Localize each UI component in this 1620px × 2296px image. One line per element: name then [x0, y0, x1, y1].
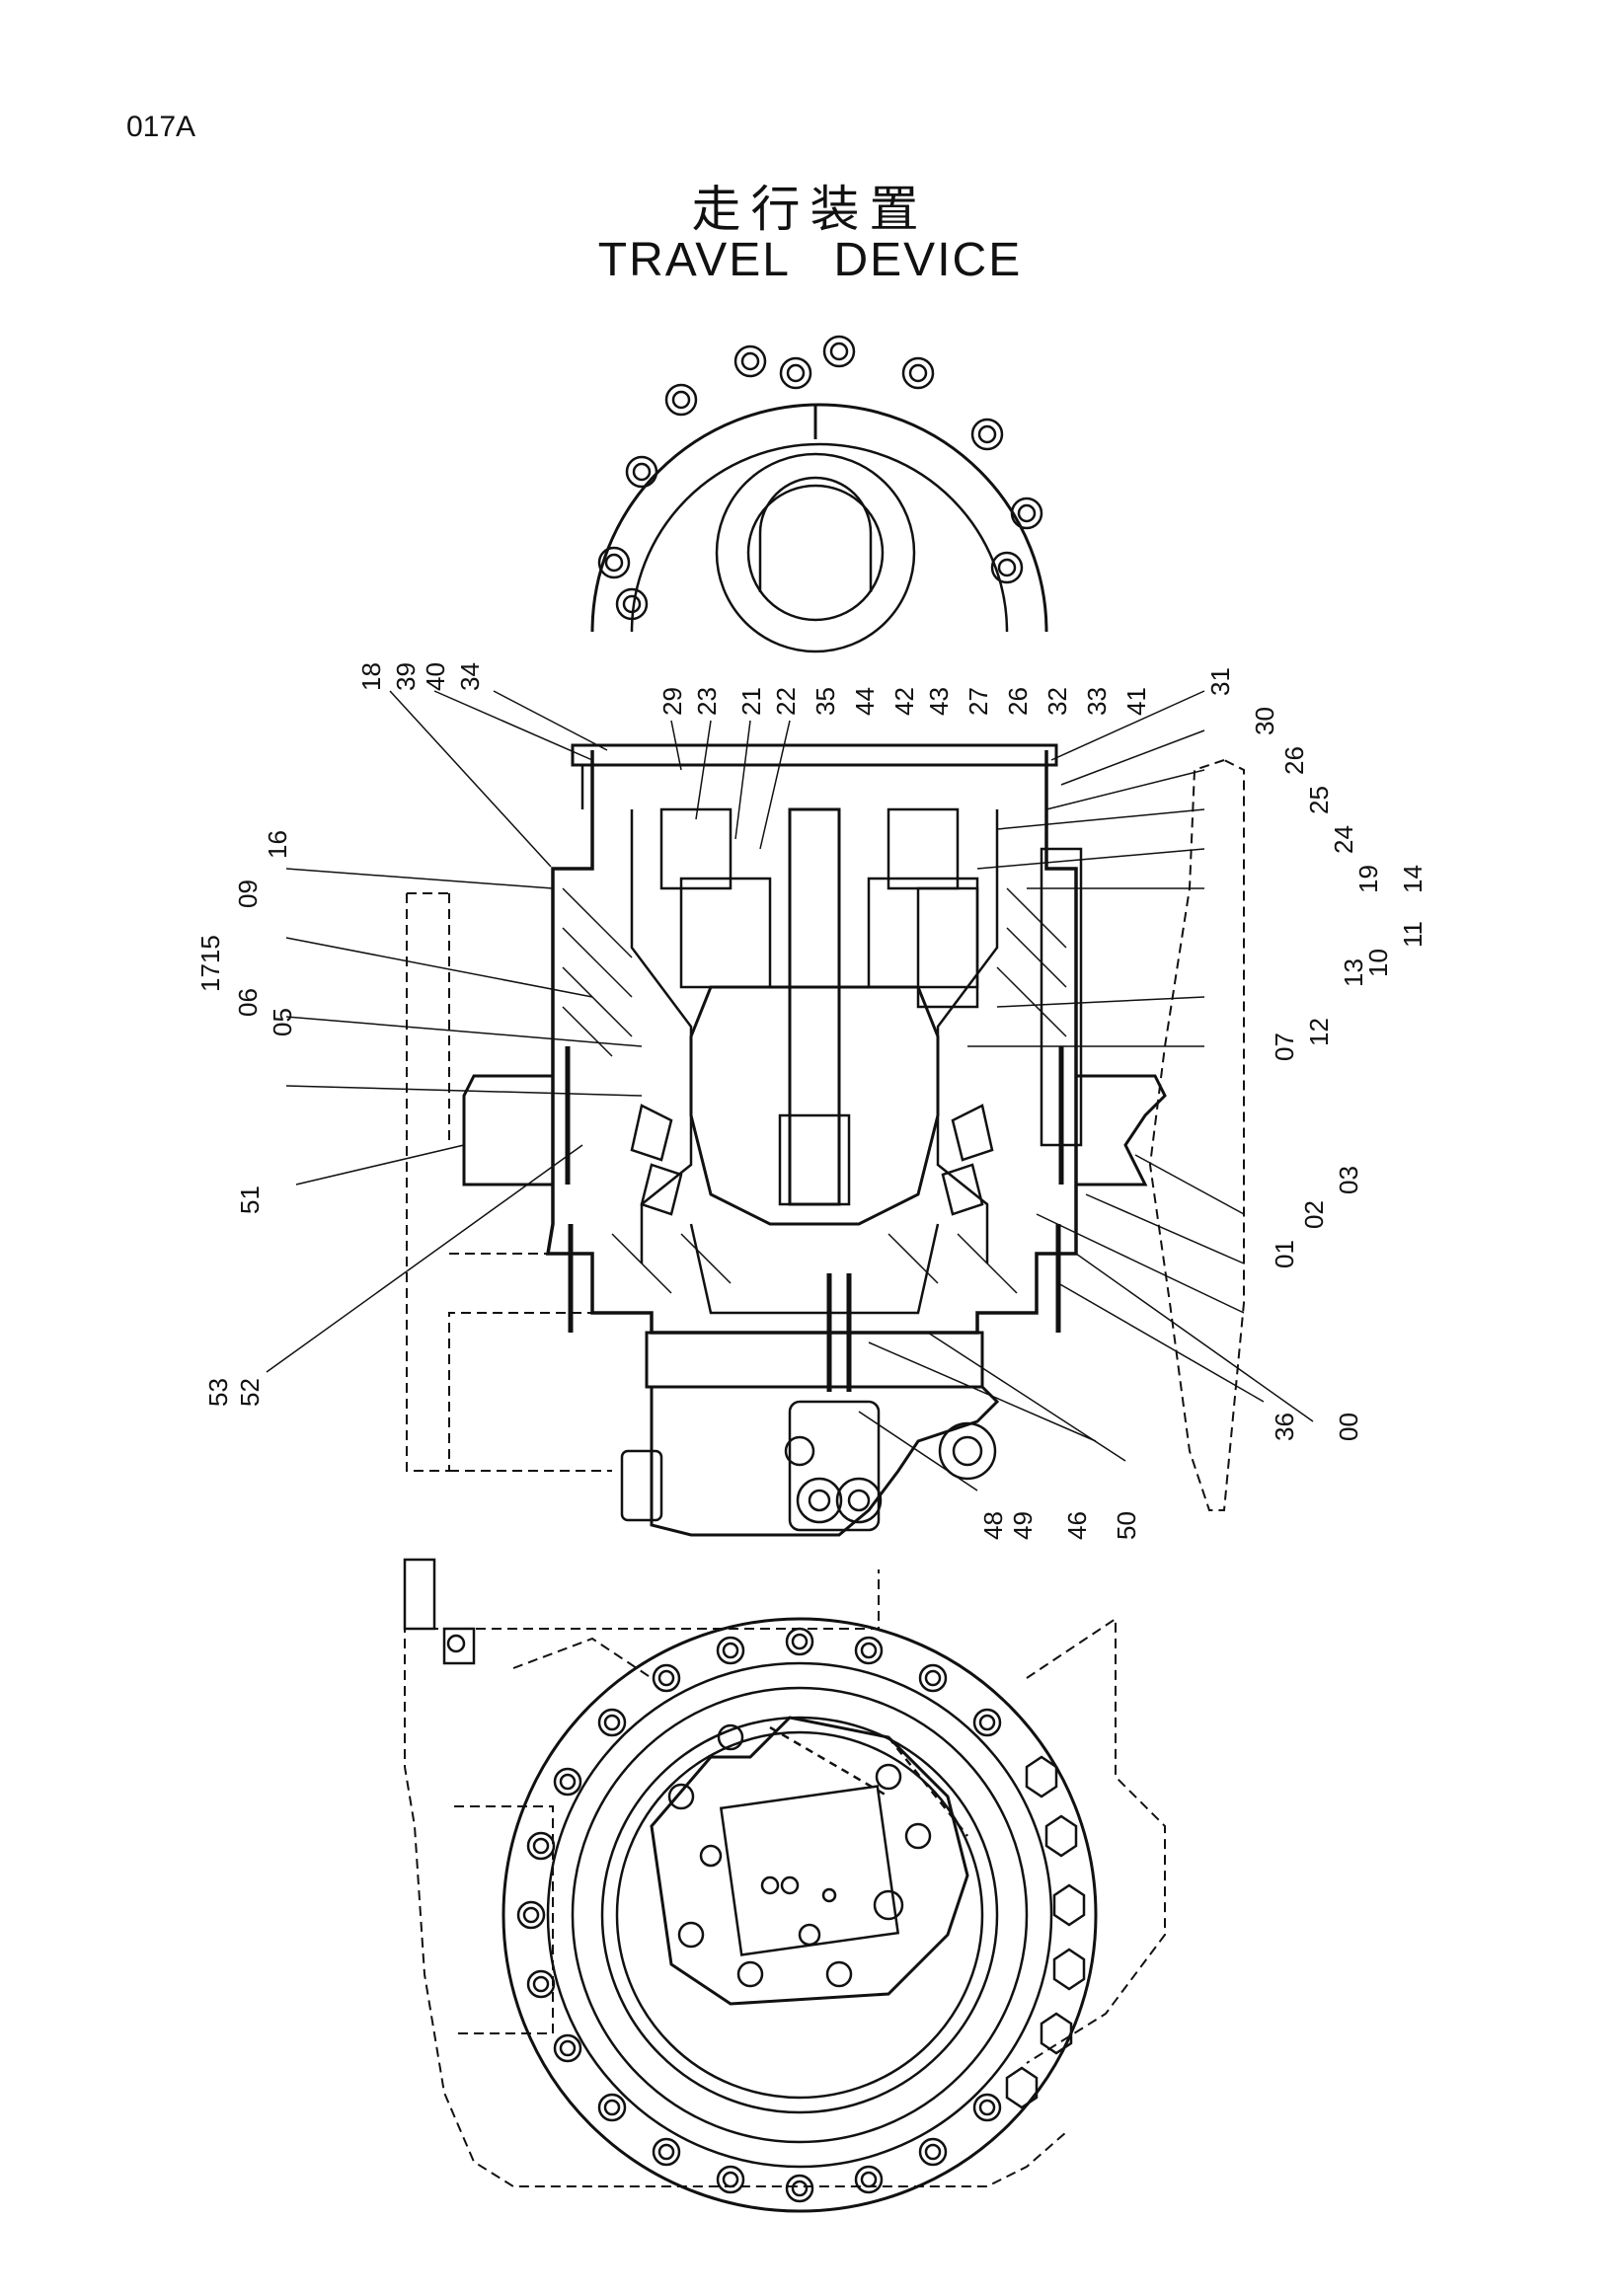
callout-label: 12 — [1304, 1018, 1334, 1046]
callout-label: 09 — [233, 880, 263, 908]
callout-label: 26 — [1003, 687, 1033, 716]
callout-label: 25 — [1304, 786, 1334, 814]
callout-label: 24 — [1329, 825, 1358, 854]
callout-label: 30 — [1250, 707, 1279, 735]
callout-label: 48 — [978, 1511, 1008, 1540]
flange-bolt-holes — [597, 335, 1043, 621]
callout-label: 44 — [850, 687, 880, 716]
callout-labels: 18 39 40 34 29 23 21 22 35 44 42 43 27 2… — [195, 662, 1427, 1540]
outer-bolt-ring — [516, 1627, 1002, 2203]
callout-label: 34 — [455, 662, 485, 691]
title-chinese: 走行装置 — [691, 181, 929, 238]
callout-label: 02 — [1299, 1200, 1329, 1229]
callout-label: 50 — [1112, 1511, 1141, 1540]
callout-label: 27 — [964, 687, 993, 716]
callout-label: 21 — [736, 687, 766, 716]
callout-label: 01 — [1270, 1240, 1299, 1268]
callout-label: 06 — [233, 988, 263, 1017]
callout-label: 36 — [1270, 1413, 1299, 1441]
callout-label: 49 — [1008, 1511, 1038, 1540]
callout-label: 00 — [1334, 1413, 1363, 1441]
callout-label: 16 — [263, 830, 292, 859]
callout-label: 23 — [692, 687, 722, 716]
callout-label: 41 — [1121, 687, 1151, 716]
callout-label: 13 — [1339, 958, 1368, 987]
hex-nut-ring — [1005, 1755, 1086, 2109]
page-code: 017A — [126, 111, 196, 143]
title-english: TRAVEL DEVICE — [597, 234, 1023, 286]
callout-label: 10 — [1363, 949, 1393, 977]
callout-label: 1715 — [195, 935, 225, 992]
callout-label: 39 — [391, 662, 421, 691]
callout-label: 18 — [356, 662, 386, 691]
callout-label: 14 — [1398, 865, 1427, 893]
callout-label: 19 — [1353, 865, 1383, 893]
callout-label: 07 — [1270, 1033, 1299, 1061]
callout-label: 11 — [1398, 921, 1427, 948]
callout-label: 26 — [1279, 746, 1309, 775]
callout-label: 22 — [771, 687, 801, 716]
callout-label: 52 — [235, 1378, 265, 1407]
callout-label: 46 — [1062, 1511, 1092, 1540]
callout-label: 43 — [924, 687, 954, 716]
callout-label: 51 — [235, 1186, 265, 1214]
callout-label: 29 — [657, 687, 687, 716]
callout-label: 33 — [1082, 687, 1112, 716]
callout-label: 31 — [1205, 667, 1235, 696]
callout-label: 35 — [810, 687, 840, 716]
leader-lines — [266, 690, 1314, 1492]
cross-section-view — [406, 743, 1245, 1537]
callout-label: 05 — [268, 1008, 297, 1036]
top-partial-view — [590, 335, 1048, 653]
callout-label: 42 — [889, 687, 919, 716]
callout-label: 03 — [1334, 1166, 1363, 1194]
callout-label: 40 — [421, 662, 450, 691]
callout-label: 53 — [203, 1378, 233, 1407]
bottom-plan-view — [403, 1558, 1166, 2213]
callout-label: 32 — [1042, 687, 1072, 716]
